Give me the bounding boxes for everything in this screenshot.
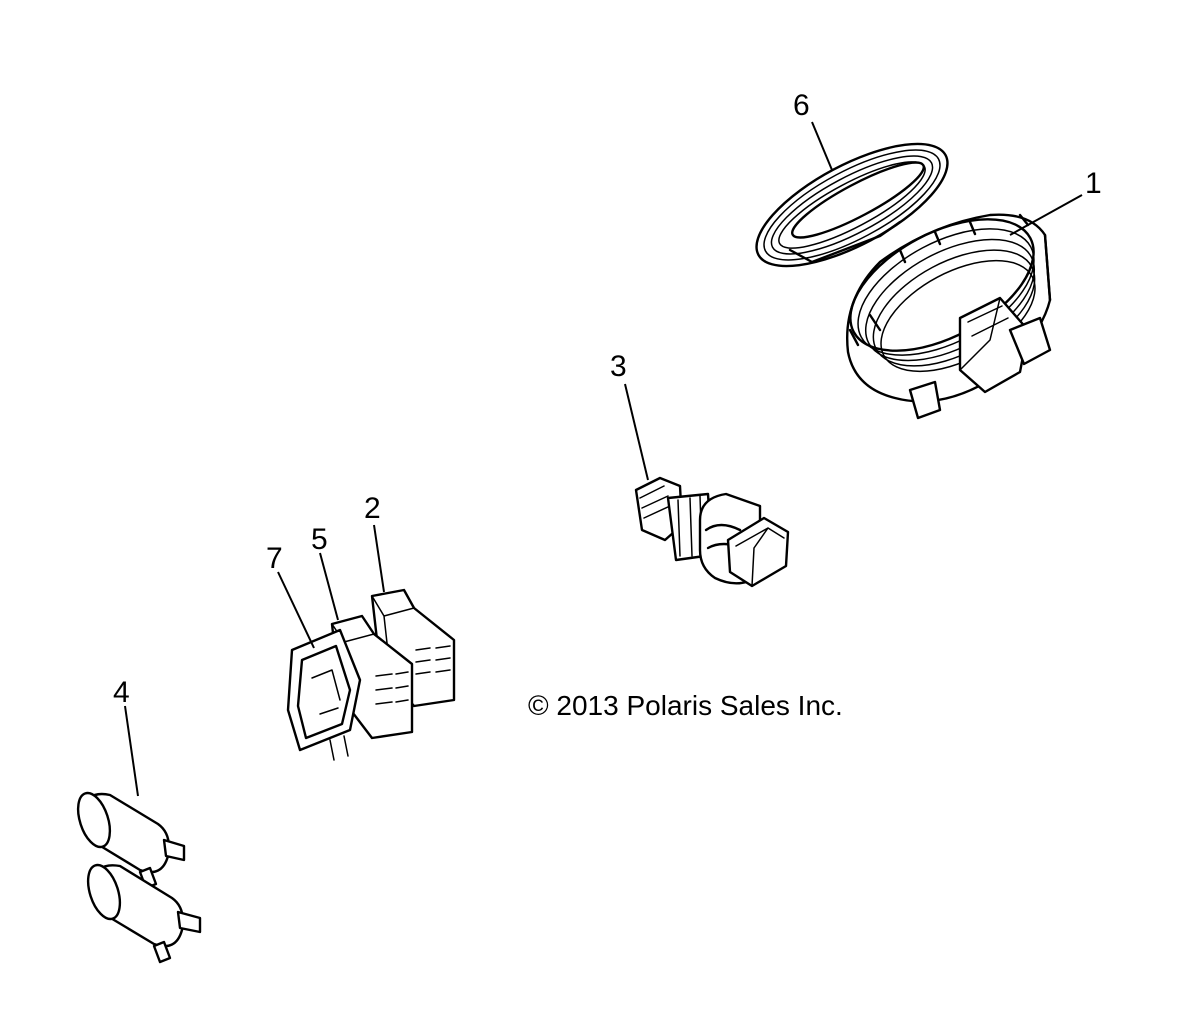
callout-4: 4: [113, 676, 130, 709]
part-1-gauge-housing[interactable]: [829, 192, 1054, 420]
leader-line-5: [319, 552, 339, 621]
leader-line-1: [1009, 194, 1083, 236]
leader-line-4: [124, 705, 139, 797]
part-4-relays[interactable]: [72, 789, 202, 964]
leader-line-3: [624, 383, 649, 481]
callout-1: 1: [1085, 167, 1102, 200]
part-6-seal-ring[interactable]: [740, 120, 965, 290]
callout-6: 6: [793, 89, 810, 122]
part-3-ignition-switch[interactable]: [634, 476, 790, 588]
leader-line-6: [811, 121, 833, 171]
leader-lines: [124, 121, 1083, 797]
leader-line-2: [373, 524, 385, 593]
callout-3: 3: [610, 350, 627, 383]
leader-line-7: [277, 571, 315, 649]
callout-5: 5: [311, 523, 328, 556]
part-2-5-7-switch-cluster[interactable]: [286, 588, 456, 761]
callout-2: 2: [364, 492, 381, 525]
copyright-notice: © 2013 Polaris Sales Inc.: [528, 690, 843, 721]
callout-7: 7: [266, 542, 283, 575]
